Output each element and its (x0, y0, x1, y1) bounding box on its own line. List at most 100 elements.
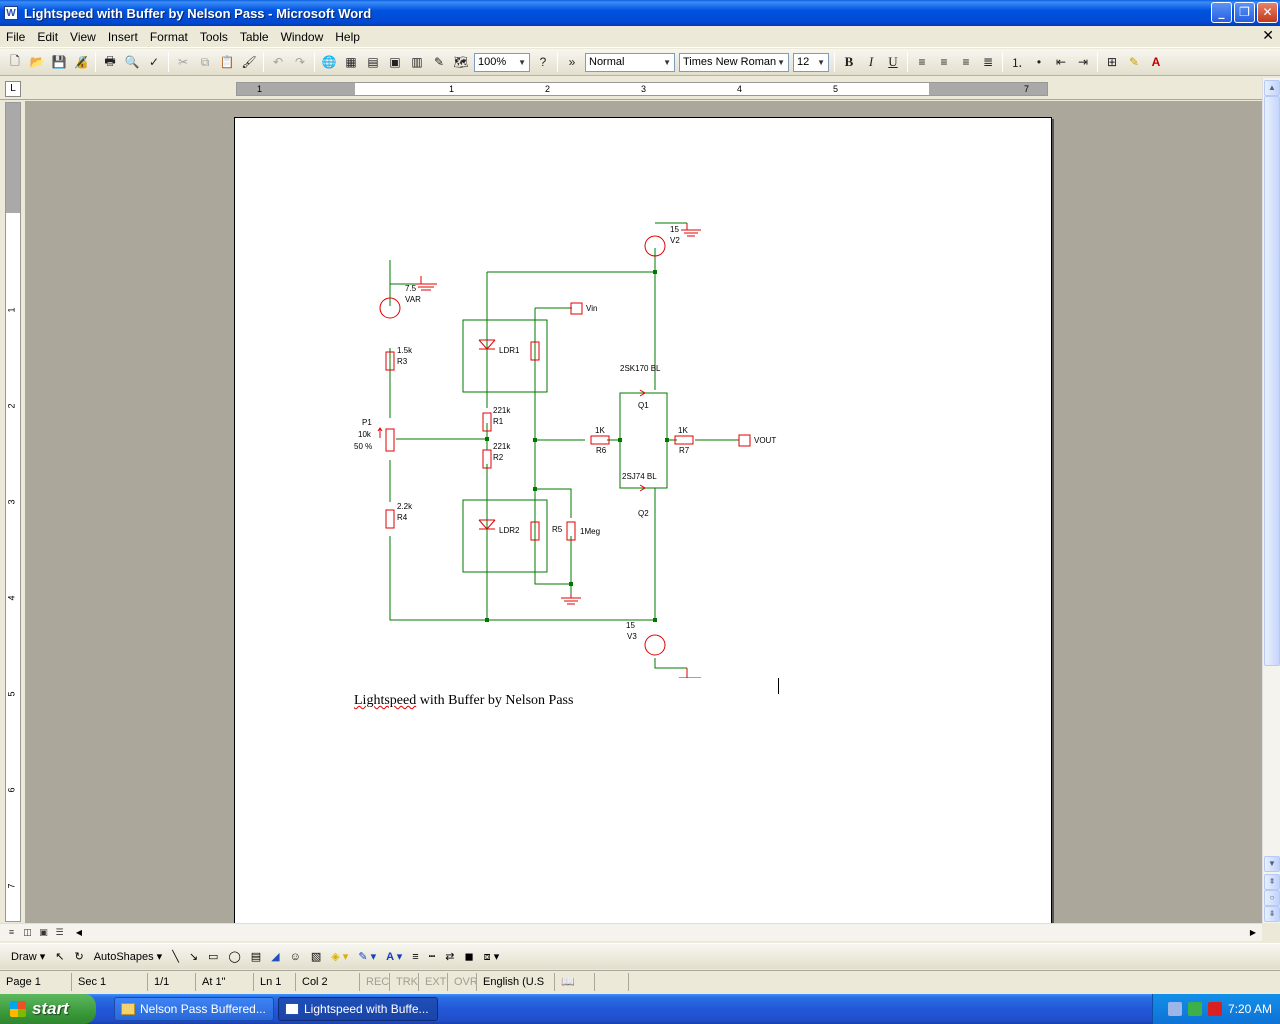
caption-misspelled-word[interactable]: Lightspeed (354, 693, 417, 708)
style-combo[interactable]: Normal▼ (585, 52, 675, 72)
insert-table-icon[interactable]: ▤ (367, 55, 379, 69)
scroll-down-icon[interactable]: ▼ (1264, 856, 1280, 872)
align-center-icon[interactable]: ≡ (940, 55, 948, 69)
document-page[interactable]: 7.5 VAR 15 V2 15 V3 1.5k R3 2.2k R4 P1 1… (234, 117, 1052, 923)
select-objects-icon[interactable]: ↖ (55, 951, 65, 963)
bullets-icon[interactable]: • (1036, 55, 1042, 69)
underline-button[interactable]: U (888, 54, 898, 69)
vertical-ruler[interactable]: 1 2 3 4 5 6 7 (5, 102, 21, 922)
security-shield-icon[interactable] (1187, 1002, 1202, 1016)
wordart-icon[interactable]: ◢ (271, 951, 280, 963)
tab-selector-icon[interactable]: L (5, 81, 21, 97)
start-button[interactable]: start (0, 994, 96, 1024)
shadow-icon[interactable]: ◼ (464, 951, 474, 963)
scroll-up-icon[interactable]: ▲ (1264, 80, 1280, 96)
menu-tools[interactable]: Tools (199, 29, 228, 44)
copy-icon[interactable]: ⧉ (200, 54, 210, 69)
borders-icon[interactable]: ⊞ (1106, 55, 1118, 69)
cut-icon[interactable]: ✂ (177, 55, 189, 69)
print-icon[interactable]: 🖶 (104, 53, 116, 68)
line-color-icon[interactable]: ✎ ▾ (358, 951, 377, 963)
italic-button[interactable]: I (868, 54, 874, 69)
permission-icon[interactable]: 🔏 (73, 55, 89, 69)
picture-icon[interactable]: ▧ (310, 951, 322, 963)
font-size-combo[interactable]: 12▼ (793, 52, 829, 72)
scroll-left-icon[interactable]: ◀ (75, 928, 83, 937)
line-icon[interactable]: ╲ (172, 951, 179, 963)
format-painter-icon[interactable]: 🖌 (241, 55, 257, 69)
align-left-icon[interactable]: ≡ (918, 55, 926, 69)
scroll-right-icon[interactable]: ▶ (1249, 928, 1257, 937)
dash-style-icon[interactable]: ┅ (428, 951, 436, 963)
paste-icon[interactable]: 📋 (219, 55, 235, 69)
document-close-icon[interactable]: ✕ (1262, 28, 1274, 44)
insert-excel-icon[interactable]: ▣ (389, 55, 401, 69)
menu-edit[interactable]: Edit (37, 29, 59, 44)
word-app-icon[interactable]: W (4, 6, 18, 20)
horizontal-ruler[interactable]: 1 1 2 3 4 5 7 (236, 82, 1048, 96)
document-caption[interactable]: Lightspeed with Buffer by Nelson Pass (354, 693, 573, 709)
select-browse-object-icon[interactable]: ○ (1264, 890, 1280, 906)
print-layout-view-icon[interactable]: ▣ (39, 927, 48, 937)
arrow-style-icon[interactable]: ⇄ (445, 951, 455, 963)
toolbar-options-icon[interactable]: » (568, 55, 576, 69)
spelling-icon[interactable]: ✓ (148, 55, 160, 69)
hyperlink-icon[interactable]: 🌐 (321, 55, 337, 69)
font-combo[interactable]: Times New Roman▼ (679, 52, 789, 72)
close-button[interactable]: ✕ (1257, 2, 1278, 23)
vertical-scrollbar[interactable]: ▲ ▼ ⇞ ○ ⇟ (1262, 78, 1280, 923)
status-rec[interactable]: REC (360, 972, 390, 991)
next-page-icon[interactable]: ⇟ (1264, 906, 1280, 922)
taskbar-item-word[interactable]: Lightspeed with Buffe... (278, 997, 438, 1021)
decrease-indent-icon[interactable]: ⇤ (1055, 55, 1067, 69)
menu-insert[interactable]: Insert (107, 29, 138, 44)
antivirus-icon[interactable] (1207, 1002, 1222, 1016)
font-color-icon[interactable]: A (1151, 55, 1161, 69)
menu-view[interactable]: View (70, 29, 96, 44)
numbering-icon[interactable]: ⒈ (1010, 55, 1023, 70)
normal-view-icon[interactable]: ≡ (8, 927, 15, 937)
outline-view-icon[interactable]: ☰ (55, 927, 64, 937)
align-right-icon[interactable]: ≡ (962, 55, 970, 69)
justify-icon[interactable]: ≣ (982, 55, 994, 69)
bold-button[interactable]: B (844, 54, 854, 69)
previous-page-icon[interactable]: ⇞ (1264, 874, 1280, 890)
help-icon[interactable]: ? (539, 55, 547, 69)
font-color-draw-icon[interactable]: A ▾ (386, 951, 403, 963)
3d-icon[interactable]: ⧈ ▾ (483, 950, 500, 963)
save-icon[interactable]: 💾 (51, 55, 67, 69)
menu-table[interactable]: Table (239, 29, 269, 44)
columns-icon[interactable]: ▥ (411, 55, 423, 69)
undo-icon[interactable]: ↶ (272, 55, 284, 69)
minimize-button[interactable]: _ (1211, 2, 1232, 23)
line-style-icon[interactable]: ≡ (412, 950, 419, 963)
status-ext[interactable]: EXT (419, 972, 448, 991)
tables-borders-icon[interactable]: ▦ (345, 55, 357, 69)
restore-button[interactable]: ❐ (1234, 2, 1255, 23)
status-ovr[interactable]: OVR (448, 972, 477, 991)
increase-indent-icon[interactable]: ⇥ (1077, 55, 1089, 69)
oval-icon[interactable]: ◯ (228, 951, 241, 963)
scrollbar-thumb[interactable] (1264, 96, 1280, 666)
redo-icon[interactable]: ↷ (294, 55, 306, 69)
menu-file[interactable]: File (6, 29, 26, 44)
status-trk[interactable]: TRK (390, 972, 419, 991)
taskbar-item-folder[interactable]: Nelson Pass Buffered... (114, 997, 274, 1021)
print-preview-icon[interactable]: 🔍 (124, 55, 140, 69)
drawing-icon[interactable]: ✎ (433, 55, 445, 69)
arrow-icon[interactable]: ↘ (188, 951, 199, 963)
rectangle-icon[interactable]: ▭ (208, 951, 219, 963)
autoshapes-menu-button[interactable]: AutoShapes ▾ (93, 950, 163, 964)
horizontal-scrollbar[interactable]: ≡ ◫ ▣ ☰ ◀ ▶ (0, 923, 1262, 941)
text-box-icon[interactable]: ▤ (250, 951, 262, 963)
open-icon[interactable]: 📂 (29, 55, 45, 69)
web-layout-view-icon[interactable]: ◫ (23, 927, 32, 937)
rotate-icon[interactable]: ↻ (74, 951, 84, 963)
menu-format[interactable]: Format (149, 29, 188, 44)
zoom-combo[interactable]: 100%▼ (474, 52, 530, 72)
clip-art-icon[interactable]: ☺ (289, 950, 301, 963)
network-icon[interactable] (1167, 1002, 1182, 1016)
draw-menu-button[interactable]: Draw ▾ (11, 950, 46, 964)
spelling-status-icon[interactable]: 📖 (555, 972, 595, 991)
fill-color-icon[interactable]: ◈ ▾ (331, 951, 349, 963)
